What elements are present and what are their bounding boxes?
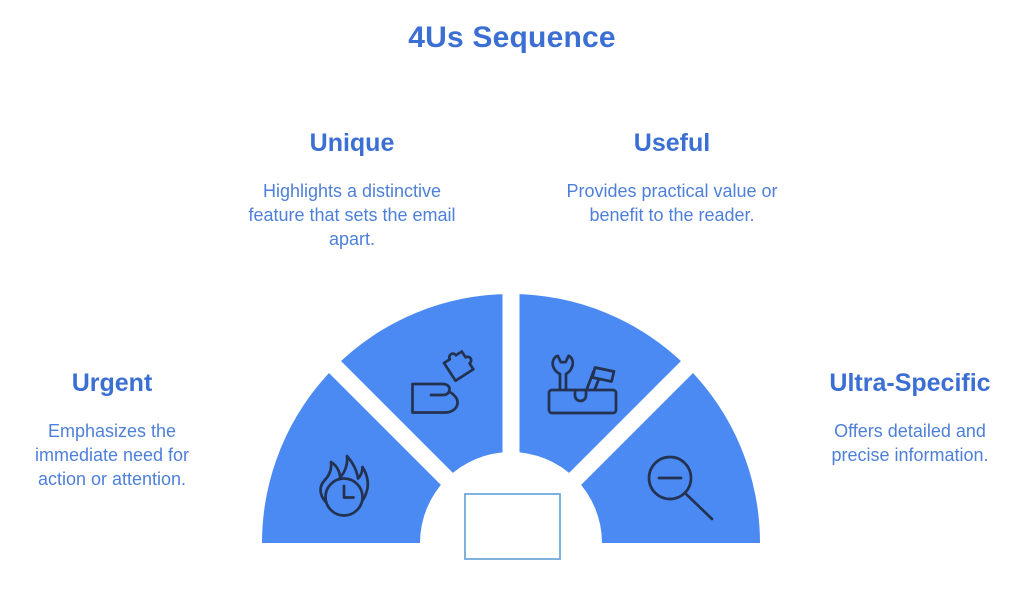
item-urgent: Urgent Emphasizes the immediate need for… (2, 368, 222, 491)
wrench (551, 354, 575, 394)
magnifier-lens (647, 455, 693, 501)
item-ultra-specific-label: Ultra-Specific (829, 369, 991, 397)
segment-ultra-specific (575, 366, 760, 543)
item-ultra-specific-description: Offers detailed and precise information. (831, 421, 989, 465)
puzzle-piece (442, 350, 475, 383)
segment-useful (511, 294, 688, 479)
toolbox-notch (573, 388, 588, 403)
item-useful-label: Useful (633, 129, 711, 157)
magnifier-handle (683, 491, 714, 521)
magnifier-minus-icon (647, 455, 714, 521)
hammer-head (591, 366, 616, 383)
center-box (464, 493, 561, 560)
item-urgent-description: Emphasizes the immediate need for action… (34, 421, 190, 489)
page-title: 4Us Sequence (408, 21, 616, 54)
hand-outline (411, 382, 459, 414)
clock-hands (342, 484, 355, 499)
item-useful: Useful Provides practical value or benef… (542, 128, 802, 227)
item-useful-description: Provides practical value or benefit to t… (566, 181, 778, 225)
segment-unique (334, 294, 511, 479)
puzzle-hand-icon (411, 350, 475, 414)
flame-outline (319, 454, 370, 509)
segment-urgent (262, 366, 447, 543)
flame-clock-icon (319, 454, 370, 517)
item-unique-label: Unique (309, 129, 395, 157)
item-unique-description: Highlights a distinctive feature that se… (248, 181, 456, 249)
toolbox-icon (547, 354, 618, 415)
item-urgent-label: Urgent (71, 369, 153, 397)
item-ultra-specific: Ultra-Specific Offers detailed and preci… (800, 368, 1020, 467)
item-unique: Unique Highlights a distinctive feature … (222, 128, 482, 251)
